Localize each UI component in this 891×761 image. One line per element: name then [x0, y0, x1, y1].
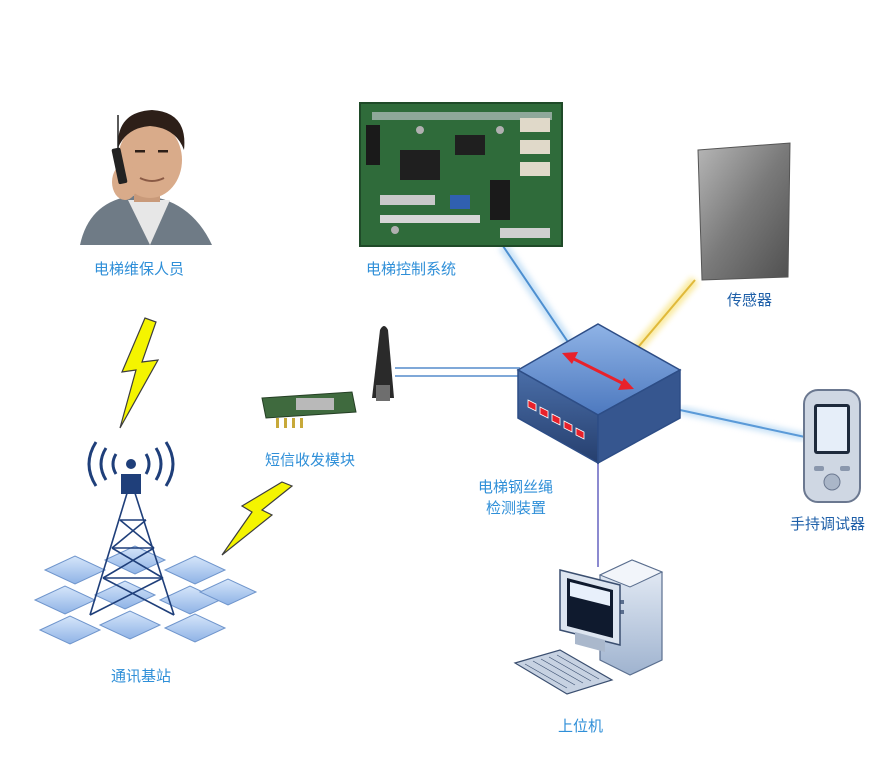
detector-label-line1: 电梯钢丝绳 — [478, 478, 553, 496]
links — [395, 243, 806, 567]
base-station-label: 通讯基站 — [111, 667, 171, 685]
host-pc-label: 上位机 — [558, 717, 603, 735]
person-on-phone-icon — [80, 110, 212, 245]
pcb-board-icon — [359, 102, 563, 247]
detector-label-line2: 检测装置 — [486, 499, 546, 517]
network-switch-icon — [516, 323, 682, 465]
sms-module-label: 短信收发模块 — [265, 451, 355, 469]
sensor-label: 传感器 — [727, 291, 772, 309]
desktop-computer-icon — [513, 559, 664, 695]
sensor-box-icon — [697, 142, 791, 281]
cell-tower-icon — [33, 441, 258, 645]
lightning-bolt-icon — [221, 481, 294, 556]
handheld-device-icon — [803, 389, 861, 503]
gsm-module-icon — [261, 326, 394, 428]
lightning-bolt-icon — [119, 317, 160, 429]
control-system-label: 电梯控制系统 — [366, 260, 456, 278]
handheld-label: 手持调试器 — [790, 515, 865, 533]
maintenance-staff-label: 电梯维保人员 — [94, 260, 184, 278]
